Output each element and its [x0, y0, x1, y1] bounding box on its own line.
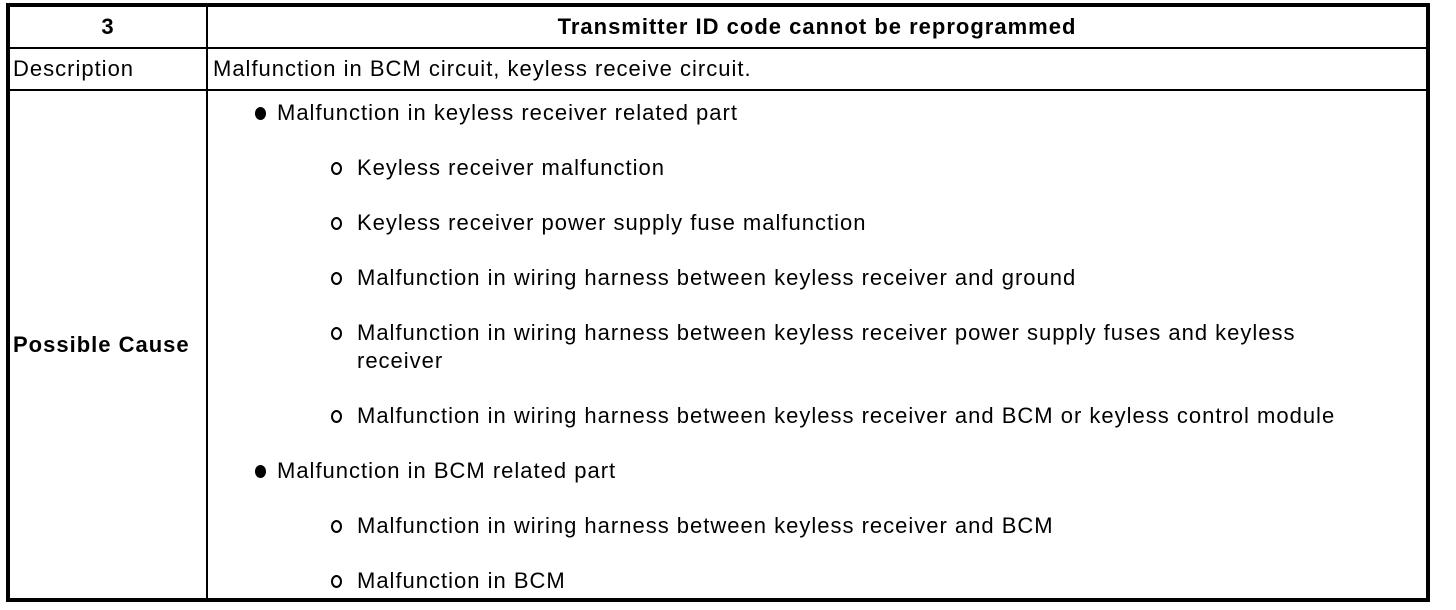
- description-text-cell: Malfunction in BCM circuit, keyless rece…: [208, 49, 1426, 91]
- cause-item: Malfunction in keyless receiver related …: [255, 99, 1426, 127]
- cause-item: Malfunction in BCM related part: [255, 457, 1426, 485]
- cause-item-text: Malfunction in BCM: [357, 568, 566, 593]
- cause-item: Malfunction in wiring harness between ke…: [331, 402, 1426, 430]
- cause-item: Malfunction in BCM: [331, 567, 1426, 595]
- filled-bullet-icon: [255, 99, 277, 127]
- dtc-title: Transmitter ID code cannot be reprogramm…: [557, 14, 1077, 39]
- cause-item: Malfunction in wiring harness between ke…: [331, 319, 1426, 375]
- cause-item-text: Malfunction in wiring harness between ke…: [357, 320, 1296, 373]
- description-label-cell: Description: [10, 49, 208, 91]
- dtc-number: 3: [101, 14, 115, 39]
- dtc-number-cell: 3: [10, 7, 208, 49]
- dtc-title-cell: Transmitter ID code cannot be reprogramm…: [208, 7, 1426, 49]
- cause-item-text: Malfunction in wiring harness between ke…: [357, 513, 1054, 538]
- description-text: Malfunction in BCM circuit, keyless rece…: [213, 56, 752, 81]
- cause-item: Malfunction in wiring harness between ke…: [331, 512, 1426, 540]
- dtc-table: 3 Transmitter ID code cannot be reprogra…: [6, 3, 1430, 602]
- open-bullet-icon: [331, 319, 357, 347]
- cause-item-text: Keyless receiver malfunction: [357, 155, 666, 180]
- possible-cause-label-cell: Possible Cause: [10, 91, 208, 598]
- cause-item-text: Malfunction in BCM related part: [277, 458, 617, 483]
- cause-item-text: Malfunction in wiring harness between ke…: [357, 265, 1077, 290]
- open-bullet-icon: [331, 567, 357, 595]
- filled-bullet-icon: [255, 457, 277, 485]
- possible-cause-label: Possible Cause: [13, 331, 190, 357]
- open-bullet-icon: [331, 209, 357, 237]
- open-bullet-icon: [331, 402, 357, 430]
- cause-item: Keyless receiver power supply fuse malfu…: [331, 209, 1426, 237]
- cause-item: Malfunction in wiring harness between ke…: [331, 264, 1426, 292]
- open-bullet-icon: [331, 264, 357, 292]
- possible-cause-content-cell: Malfunction in keyless receiver related …: [208, 91, 1426, 598]
- cause-item: Keyless receiver malfunction: [331, 154, 1426, 182]
- cause-item-text: Malfunction in wiring harness between ke…: [357, 403, 1336, 428]
- description-label: Description: [13, 56, 135, 81]
- cause-item-text: Keyless receiver power supply fuse malfu…: [357, 210, 867, 235]
- open-bullet-icon: [331, 512, 357, 540]
- cause-item-text: Malfunction in keyless receiver related …: [277, 100, 738, 125]
- open-bullet-icon: [331, 154, 357, 182]
